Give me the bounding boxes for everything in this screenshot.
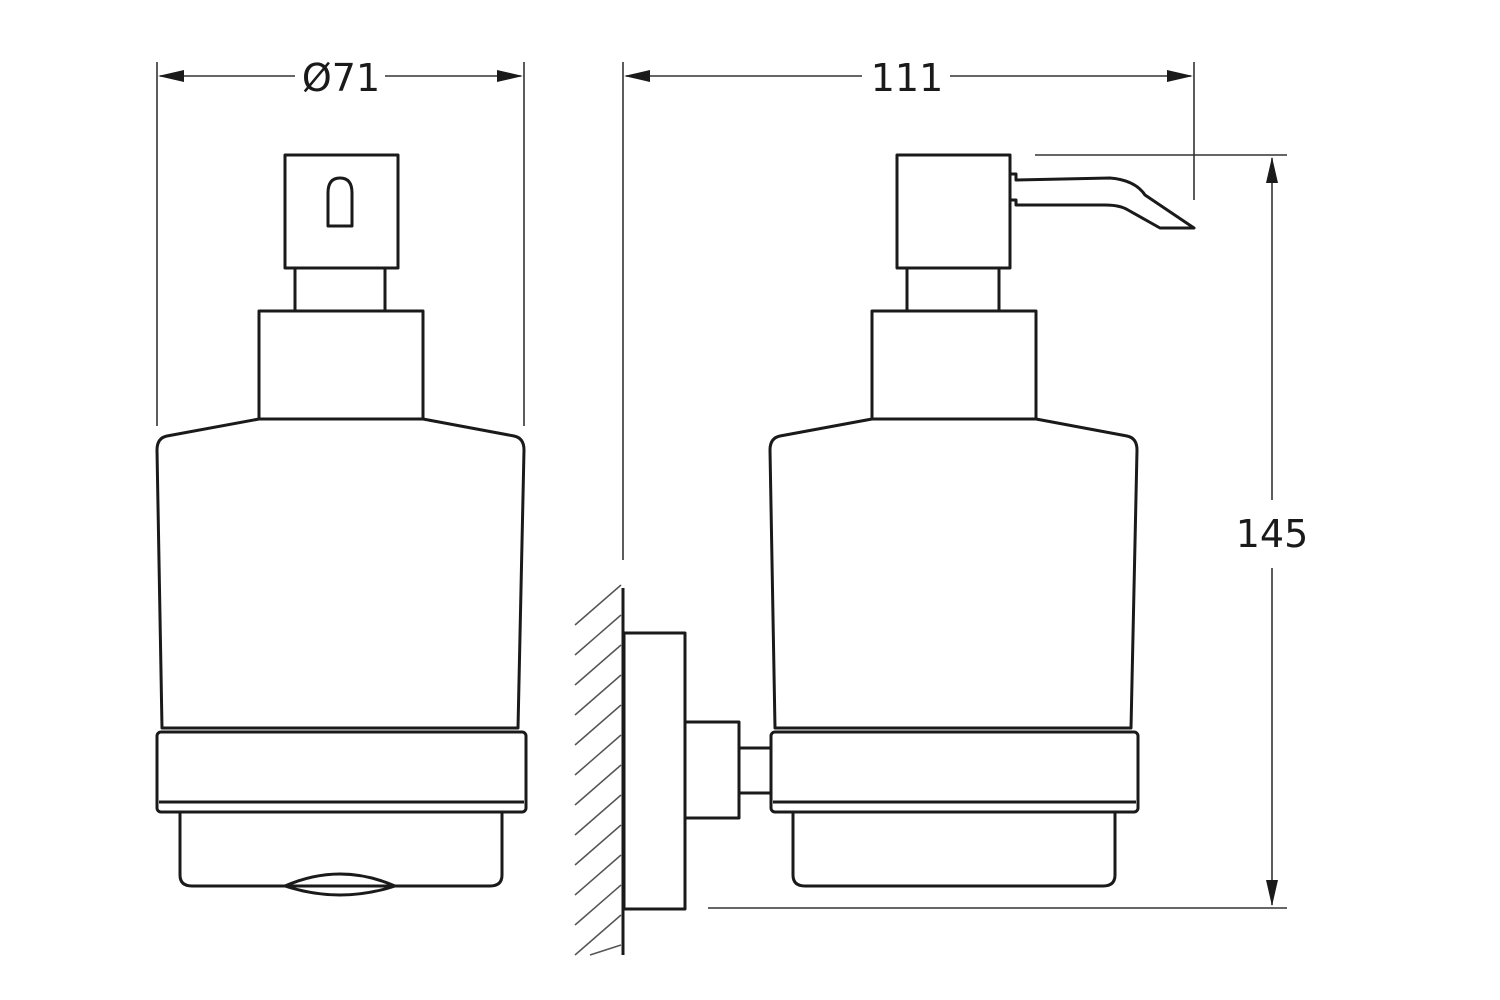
height-label: 145 <box>1236 512 1309 556</box>
front-collar <box>257 309 425 421</box>
front-holder-ring <box>155 730 528 814</box>
wall-hatching <box>574 584 622 956</box>
diameter-arrow-left <box>158 70 184 82</box>
side-bottle-body <box>768 417 1139 730</box>
side-arm-connector <box>737 746 773 795</box>
front-pump-head <box>283 153 400 270</box>
width-label: 111 <box>871 56 944 100</box>
side-wall-flange <box>622 631 687 911</box>
width-arrow-right <box>1167 70 1193 82</box>
front-pump-stem <box>293 266 387 313</box>
diameter-arrow-right <box>497 70 523 82</box>
front-wall-mount <box>284 872 396 888</box>
side-arm-block <box>683 720 741 820</box>
height-arrow-top <box>1266 157 1278 183</box>
side-pump-head <box>895 153 1012 270</box>
front-pump-nozzle-slot <box>326 176 354 228</box>
side-cup <box>791 812 1117 888</box>
front-bottle-body <box>155 417 526 730</box>
side-view: 111 145 <box>574 56 1309 956</box>
front-view: Ø71 <box>155 56 528 897</box>
side-pump-stem <box>905 266 1001 313</box>
width-arrow-left <box>624 70 650 82</box>
height-arrow-bottom <box>1266 880 1278 906</box>
side-holder-ring <box>769 730 1140 814</box>
side-pump-spout <box>1010 172 1196 230</box>
front-cup <box>178 812 504 888</box>
side-collar <box>870 309 1038 421</box>
front-wall-mount-base <box>284 884 396 897</box>
diameter-label: Ø71 <box>302 56 380 100</box>
